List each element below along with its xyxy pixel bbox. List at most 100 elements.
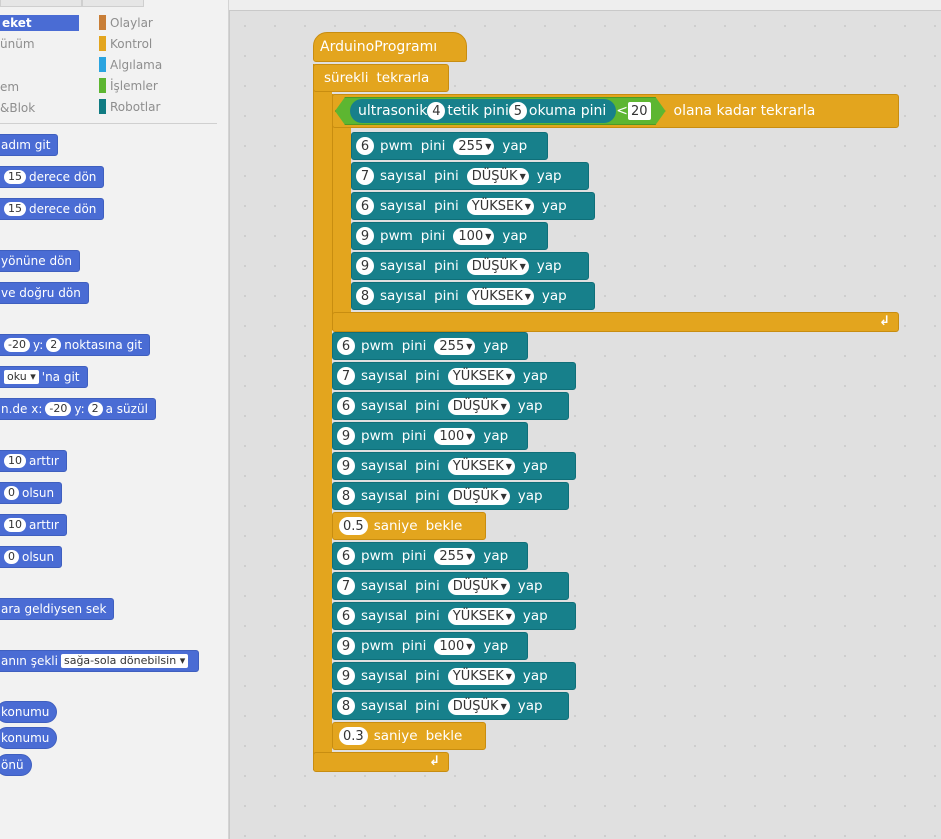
block-wait-seconds[interactable]: 0.5 saniye bekle xyxy=(332,512,486,540)
reporter-x-position[interactable]: konumu xyxy=(0,701,58,723)
pin-value-dropdown[interactable]: 100▼ xyxy=(434,637,476,655)
block-forever[interactable]: sürekli tekrarla xyxy=(313,64,449,92)
pin-value-dropdown[interactable]: YÜKSEK▼ xyxy=(466,197,534,215)
pin-number[interactable]: 6 xyxy=(337,547,355,565)
reporter-direction[interactable]: önü xyxy=(0,754,32,776)
pin-number[interactable]: 9 xyxy=(356,257,374,275)
tab-costumes[interactable] xyxy=(82,0,144,7)
pin-number[interactable]: 6 xyxy=(337,607,355,625)
goto-target-dropdown[interactable]: oku ▾ xyxy=(4,370,39,384)
category-events[interactable]: Olaylar xyxy=(110,16,153,30)
category-control[interactable]: Kontrol xyxy=(110,37,153,51)
pin-value-dropdown[interactable]: YÜKSEK▼ xyxy=(447,607,515,625)
pin-number[interactable]: 8 xyxy=(337,697,355,715)
category-robots[interactable]: Robotlar xyxy=(110,100,161,114)
pin-value-dropdown[interactable]: YÜKSEK▼ xyxy=(447,367,515,385)
pin-value-dropdown[interactable]: YÜKSEK▼ xyxy=(447,667,515,685)
pin-number[interactable]: 6 xyxy=(356,137,374,155)
pin-number[interactable]: 9 xyxy=(337,427,355,445)
pin-value-dropdown[interactable]: 255▼ xyxy=(434,547,476,565)
pin-value-dropdown[interactable]: 255▼ xyxy=(434,337,476,355)
turn-right-degrees[interactable]: 15 xyxy=(4,170,26,184)
category-sensing[interactable]: Algılama xyxy=(110,58,163,72)
category-motion[interactable]: eket xyxy=(0,15,79,31)
tab-scripts[interactable] xyxy=(0,0,82,7)
pin-number[interactable]: 9 xyxy=(337,667,355,685)
goto-x-value[interactable]: -20 xyxy=(4,338,30,352)
pin-value-dropdown[interactable]: YÜKSEK▼ xyxy=(447,457,515,475)
glide-y-value[interactable]: 2 xyxy=(87,402,103,416)
pin-number[interactable]: 7 xyxy=(337,367,355,385)
block-point-towards[interactable]: ve doğru dön xyxy=(0,282,89,304)
reporter-y-position[interactable]: konumu xyxy=(0,727,58,749)
category-data-blocks[interactable]: &Blok xyxy=(0,101,36,115)
glide-x-value[interactable]: -20 xyxy=(45,402,72,416)
pin-value-dropdown[interactable]: DÜŞÜK▼ xyxy=(447,697,510,715)
pin-number[interactable]: 7 xyxy=(337,577,355,595)
pin-number[interactable]: 6 xyxy=(337,337,355,355)
block-bounce-on-edge[interactable]: ara geldiysen sek xyxy=(0,598,115,620)
pin-value-dropdown[interactable]: 100▼ xyxy=(434,427,476,445)
set-y-value[interactable]: 0 xyxy=(4,550,19,564)
block-arduino-program-hat[interactable]: Arduino Programı xyxy=(313,32,467,62)
change-y-value[interactable]: 10 xyxy=(4,518,26,532)
set-x-value[interactable]: 0 xyxy=(4,486,19,500)
category-operators[interactable]: İşlemler xyxy=(110,79,158,93)
pin-number[interactable]: 9 xyxy=(337,457,355,475)
pin-number[interactable]: 7 xyxy=(356,167,374,185)
pin-value-dropdown[interactable]: 255▼ xyxy=(453,137,495,155)
pin-number[interactable]: 9 xyxy=(337,637,355,655)
pin-value-dropdown[interactable]: DÜŞÜK▼ xyxy=(447,577,510,595)
wait-seconds-value[interactable]: 0.5 xyxy=(339,517,368,535)
compare-value[interactable]: 20 xyxy=(628,102,651,120)
change-x-value[interactable]: 10 xyxy=(4,454,26,468)
condition-less-than[interactable]: ultrasonik 4 tetik pini 5 okuma pini < 2… xyxy=(335,97,666,125)
wait-seconds-value[interactable]: 0.3 xyxy=(339,727,368,745)
pin-value-dropdown[interactable]: 100▼ xyxy=(453,227,495,245)
pin-value-dropdown[interactable]: YÜKSEK▼ xyxy=(466,287,534,305)
block-move-steps[interactable]: adım git xyxy=(0,134,59,156)
category-pen[interactable]: em xyxy=(0,80,20,94)
echo-pin-value[interactable]: 5 xyxy=(509,102,527,120)
block-point-in-direction[interactable]: yönüne dön xyxy=(0,250,81,272)
trig-pin-value[interactable]: 4 xyxy=(427,102,445,120)
category-looks[interactable]: ünüm xyxy=(0,37,35,51)
rotation-style-dropdown[interactable]: sağa-sola dönebilsin ▾ xyxy=(60,654,189,668)
reporter-ultrasonic[interactable]: ultrasonik 4 tetik pini 5 okuma pini xyxy=(350,99,616,123)
goto-y-value[interactable]: 2 xyxy=(46,338,62,352)
pin-value-dropdown[interactable]: DÜŞÜK▼ xyxy=(447,487,510,505)
block-wait-seconds[interactable]: 0.3 saniye bekle xyxy=(332,722,486,750)
pin-number[interactable]: 6 xyxy=(356,197,374,215)
turn-left-degrees[interactable]: 15 xyxy=(4,202,26,216)
pin-value-dropdown[interactable]: DÜŞÜK▼ xyxy=(466,257,529,275)
block-repeat-until[interactable]: ultrasonik 4 tetik pini 5 okuma pini < 2… xyxy=(332,94,899,128)
pin-number[interactable]: 9 xyxy=(356,227,374,245)
pin-value-dropdown[interactable]: DÜŞÜK▼ xyxy=(447,397,510,415)
pin-number[interactable]: 8 xyxy=(356,287,374,305)
